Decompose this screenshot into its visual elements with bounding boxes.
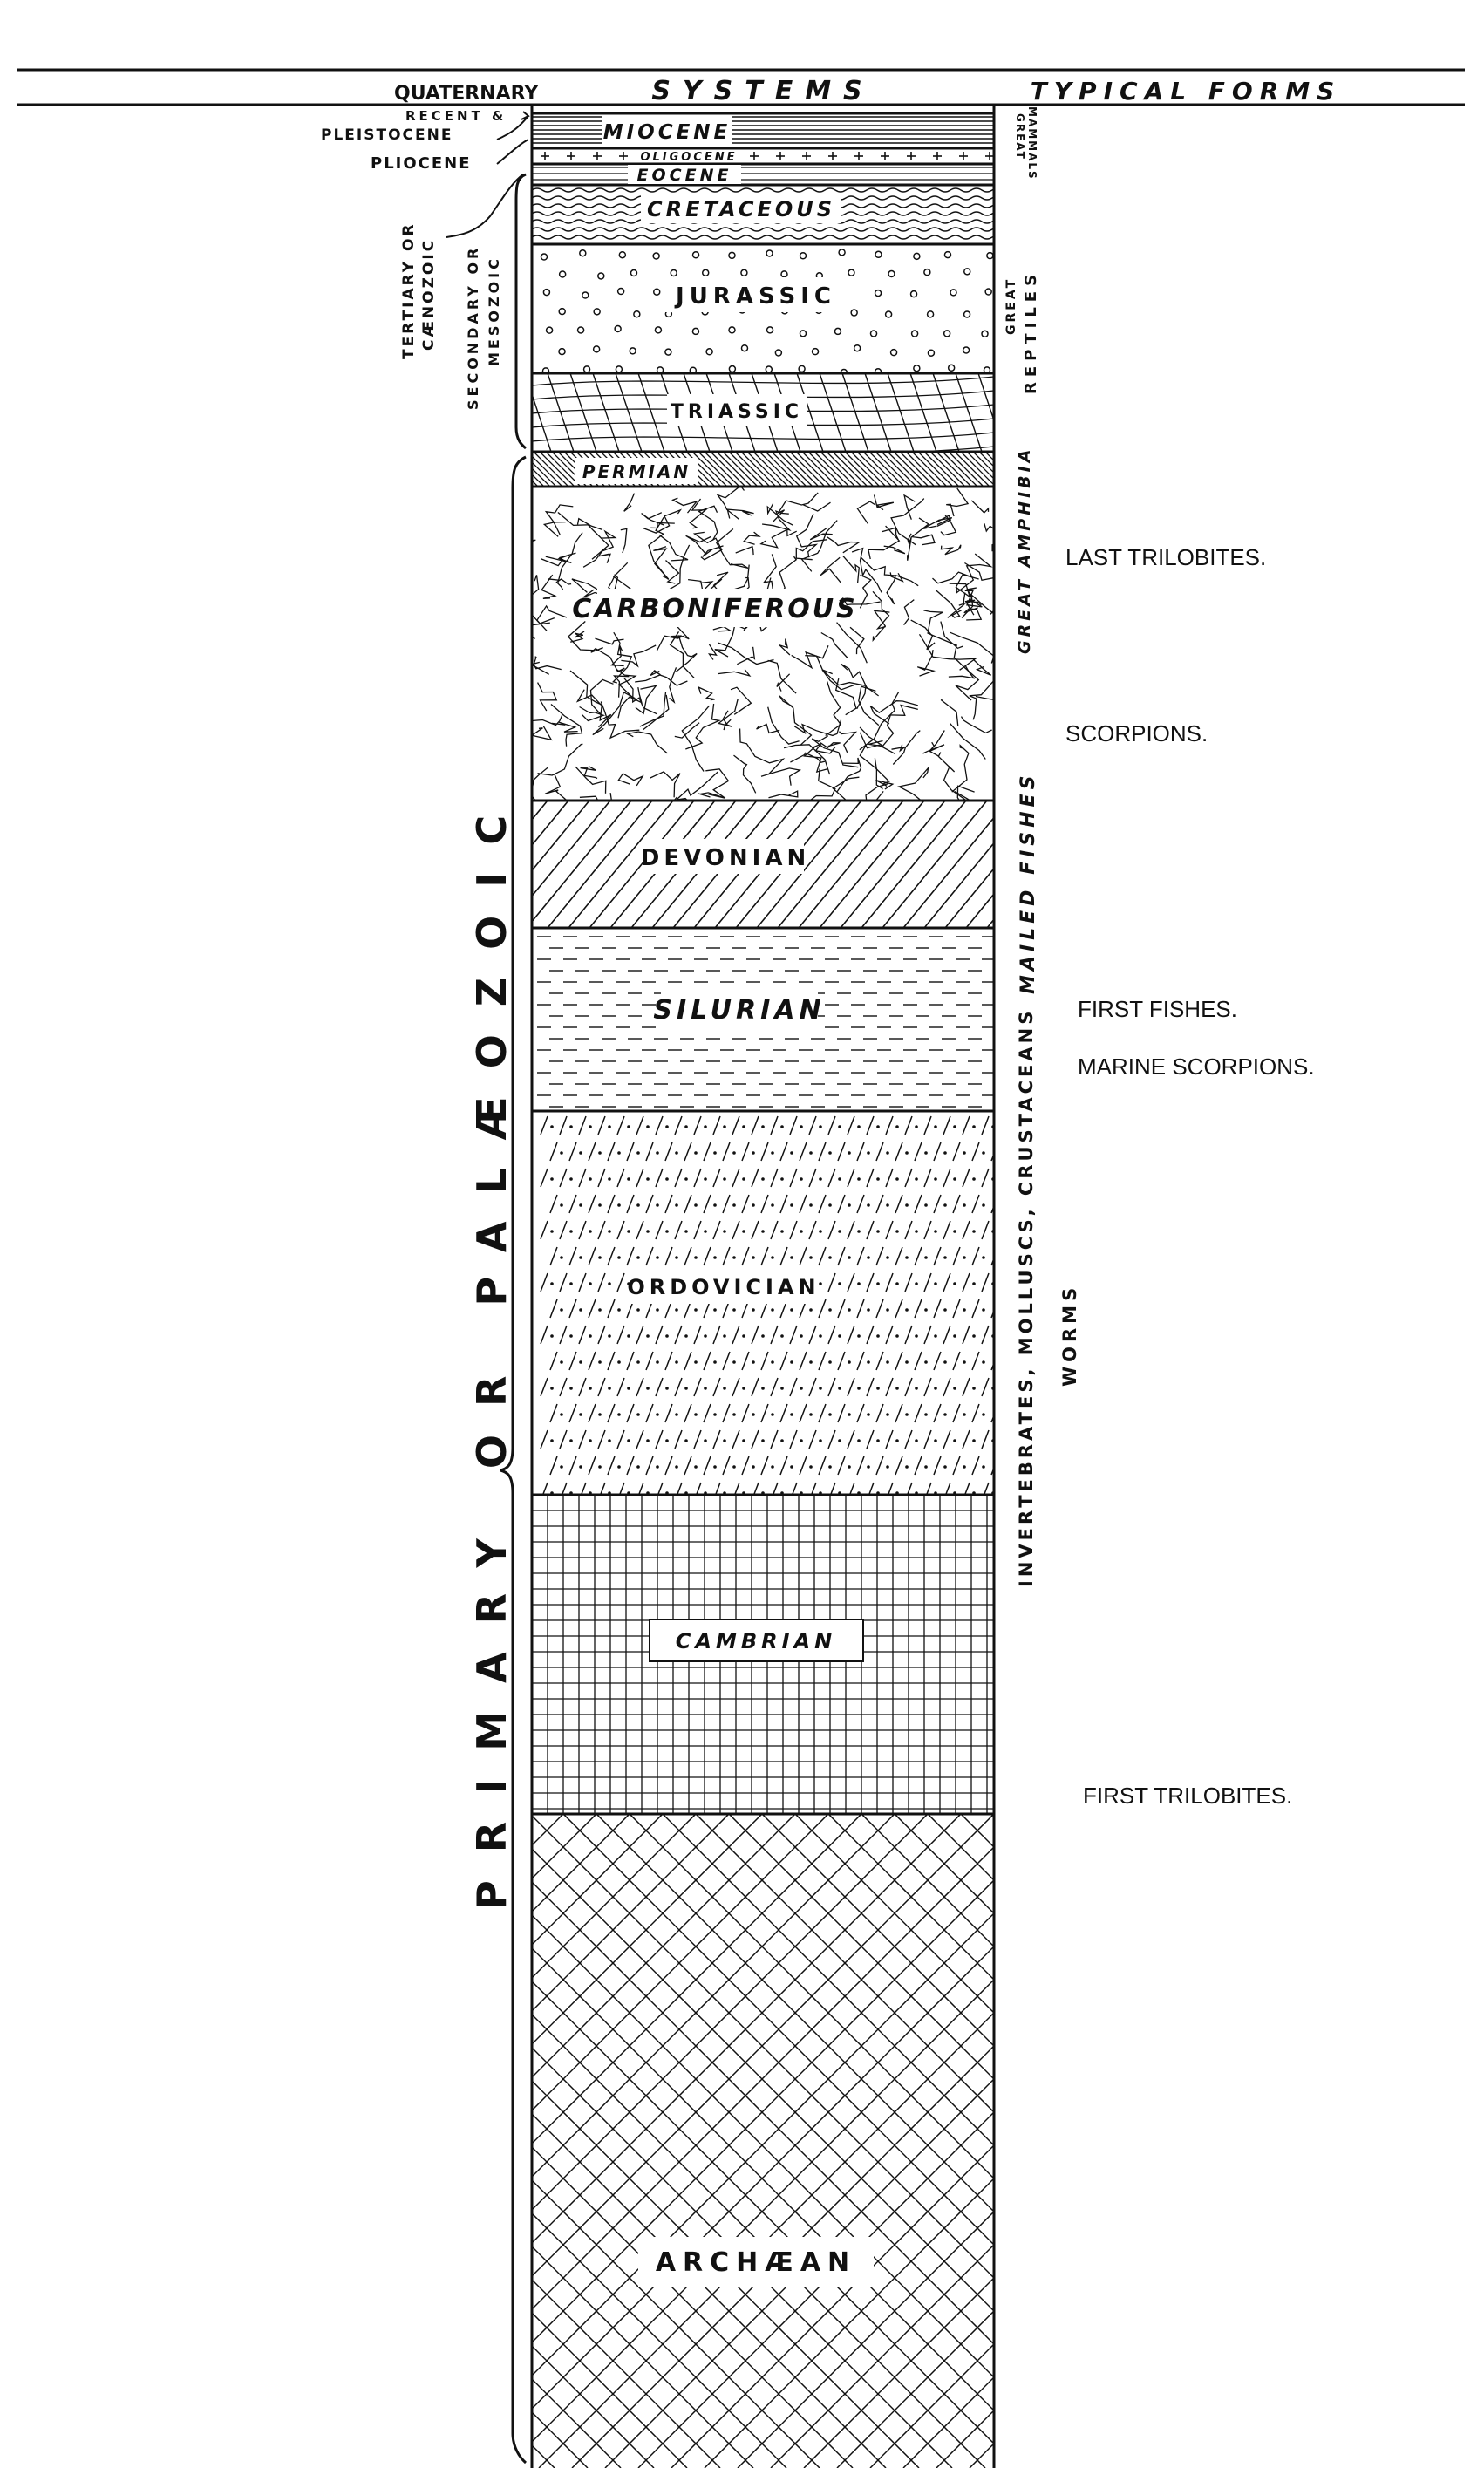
era-tertiary-line2: CÆNOZOIC [420, 238, 438, 351]
note-first-trilobites: FIRST TRILOBITES. [1083, 1783, 1292, 1809]
label-silurian: SILURIAN [653, 995, 825, 1026]
form-great-mammals-1: GREAT [1014, 113, 1026, 160]
label-triassic: TRIASSIC [671, 401, 803, 423]
label-permian: PERMIAN [582, 461, 691, 482]
label-carboniferous: CARBONIFEROUS [572, 594, 858, 624]
label-oligocene: OLIGOCENE [640, 151, 737, 164]
stratum-carboniferous [532, 487, 994, 801]
stratum-silurian [537, 936, 994, 1108]
header-typical-forms: TYPICAL FORMS [1031, 77, 1342, 106]
label-devonian: DEVONIAN [641, 845, 810, 871]
stratum-eocene [532, 167, 994, 181]
label-cretaceous: CRETACEOUS [647, 197, 835, 222]
era-secondary-line1: SECONDARY OR [465, 245, 481, 410]
form-great-reptiles-1: GREAT [1004, 277, 1018, 335]
note-first-fishes: FIRST FISHES. [1078, 996, 1237, 1022]
stratum-cambrian [532, 1495, 994, 1814]
label-cambrian: CAMBRIAN [676, 1629, 836, 1653]
era-pliocene: PLIOCENE [371, 154, 472, 173]
label-ordovician: ORDOVICIAN [627, 1275, 820, 1299]
form-great-reptiles-2: REPTILES [1022, 269, 1040, 394]
label-miocene: MIOCENE [603, 121, 732, 144]
label-eocene: EOCENE [637, 166, 732, 185]
stratum-archaean [532, 1814, 994, 2468]
form-great-mammals-2: MAMMALS [1026, 106, 1038, 181]
note-last-trilobites: LAST TRILOBITES. [1065, 544, 1266, 570]
era-tertiary-line1: TERTIARY OR [400, 222, 418, 359]
column-outline [530, 105, 996, 2468]
label-plates [575, 116, 874, 2287]
form-worms: WORMS [1059, 1284, 1080, 1387]
era-secondary-line2: MESOZOIC [486, 256, 502, 366]
stratum-miocene [532, 116, 994, 148]
note-scorpions: SCORPIONS. [1065, 720, 1208, 747]
era-braces [500, 173, 528, 2465]
stratum-jurassic [540, 249, 994, 373]
era-primary: PRIMARY OR PALÆOZOIC [468, 787, 515, 1910]
header-quaternary: QUATERNARY [394, 83, 539, 105]
era-recent: RECENT & [405, 108, 507, 124]
era-pointers [446, 111, 530, 238]
form-great-amphibia: GREAT AMPHIBIA [1015, 447, 1034, 654]
stratum-oligocene [541, 152, 994, 160]
era-pleistocene: PLEISTOCENE [321, 126, 453, 144]
form-invertebrates: INVERTEBRATES, MOLLUSCS, CRUSTACEANS [1016, 1008, 1037, 1587]
note-marine-scorpions: MARINE SCORPIONS. [1078, 1053, 1315, 1080]
label-archaean: ARCHÆAN [656, 2247, 856, 2278]
header-systems: SYSTEMS [651, 76, 874, 106]
stratum-ordovician [540, 1115, 994, 1495]
label-jurassic: JURASSIC [674, 283, 836, 310]
stratum-devonian [532, 801, 994, 928]
form-mailed-fishes: MAILED FISHES [1018, 772, 1039, 994]
